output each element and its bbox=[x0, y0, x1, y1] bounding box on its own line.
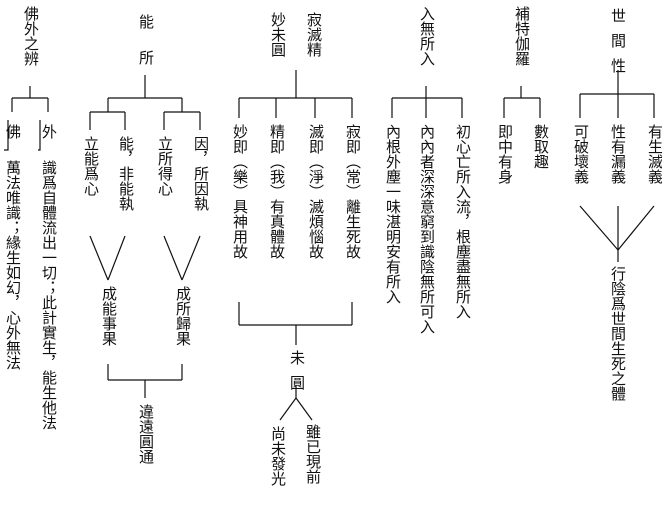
jimiejing-merge: 未圓 bbox=[288, 350, 306, 400]
jimiejing-sub-branch-1: 尚未發光 bbox=[269, 426, 287, 486]
nengsuo-branch-3: 立所得心 bbox=[156, 136, 174, 196]
ruwusuoru-branch-3: 初心亡所入流，根塵盡無所入 bbox=[454, 124, 472, 319]
shijian-branch-3: 有生滅義 bbox=[646, 124, 662, 184]
shijian-branch-2: 性有漏義 bbox=[609, 124, 627, 184]
nengsuo-branch-2: 能，非能執 bbox=[117, 136, 135, 211]
connector-nengsuo bbox=[89, 75, 201, 398]
ruwusuoru-branch-1: 內根外塵一味湛明安有所入 bbox=[384, 124, 402, 304]
ruwusuoru-branch-2: 內內者深深意窮到識陰無所可入 bbox=[418, 124, 436, 334]
shijian-title: 世間性 bbox=[609, 8, 627, 83]
butejialuo-branch-2: 數取趣 bbox=[532, 124, 550, 169]
shijian-branch-1: 可破壞義 bbox=[572, 124, 590, 184]
fowai-wai-text: 識爲自體流出一切；此計實生，能生他法 bbox=[40, 160, 58, 430]
nengsuo-result-2: 成所歸果 bbox=[174, 286, 192, 346]
jimiejing-title: 寂滅精 bbox=[305, 12, 323, 57]
nengsuo-title-suo: 所 bbox=[137, 50, 155, 65]
nengsuo-branch-4: 因，所因執 bbox=[192, 136, 210, 211]
jimiejing-branch-miao: 妙即（樂）具神用故 bbox=[231, 124, 249, 259]
connector-shijian bbox=[579, 70, 655, 262]
fowai-branch-wai: 外 bbox=[40, 124, 58, 139]
ruwusuoru-title: 入無所入 bbox=[418, 6, 436, 66]
connector-butejialuo bbox=[503, 86, 541, 118]
connector-jimiejing bbox=[238, 70, 353, 421]
jimiejing-branch-ji: 寂即（常）離生死故 bbox=[344, 124, 362, 259]
fowai-branch-fo: 佛 bbox=[4, 124, 22, 139]
jimiejing-branch-jing: 精即（我）有真體故 bbox=[268, 124, 286, 259]
nengsuo-result-1: 成能事果 bbox=[100, 286, 118, 346]
shijian-result: 行陰爲世間生死之體 bbox=[609, 266, 627, 401]
nengsuo-final: 違遠圓通 bbox=[137, 404, 155, 464]
fowai-title: 佛外之辨 bbox=[22, 6, 40, 66]
nengsuo-branch-1: 立能爲心 bbox=[82, 136, 100, 196]
connector-fowaizhibian bbox=[4, 86, 49, 151]
nengsuo-title-neng: 能 bbox=[137, 14, 155, 29]
butejialuo-branch-1: 即中有身 bbox=[496, 124, 514, 184]
connector-ruwusuoru bbox=[391, 86, 463, 118]
butejialuo-title: 補特伽羅 bbox=[513, 6, 531, 66]
fowai-fo-text: 萬法唯識；緣生如幻，心外無法 bbox=[4, 160, 22, 370]
jimiejing-sub-branch-2: 雖已現前 bbox=[304, 424, 322, 484]
jimiejing-branch-mie: 滅即（淨）滅煩惱故 bbox=[307, 124, 325, 259]
jimiejing-subtitle: 妙未圓 bbox=[269, 12, 287, 57]
